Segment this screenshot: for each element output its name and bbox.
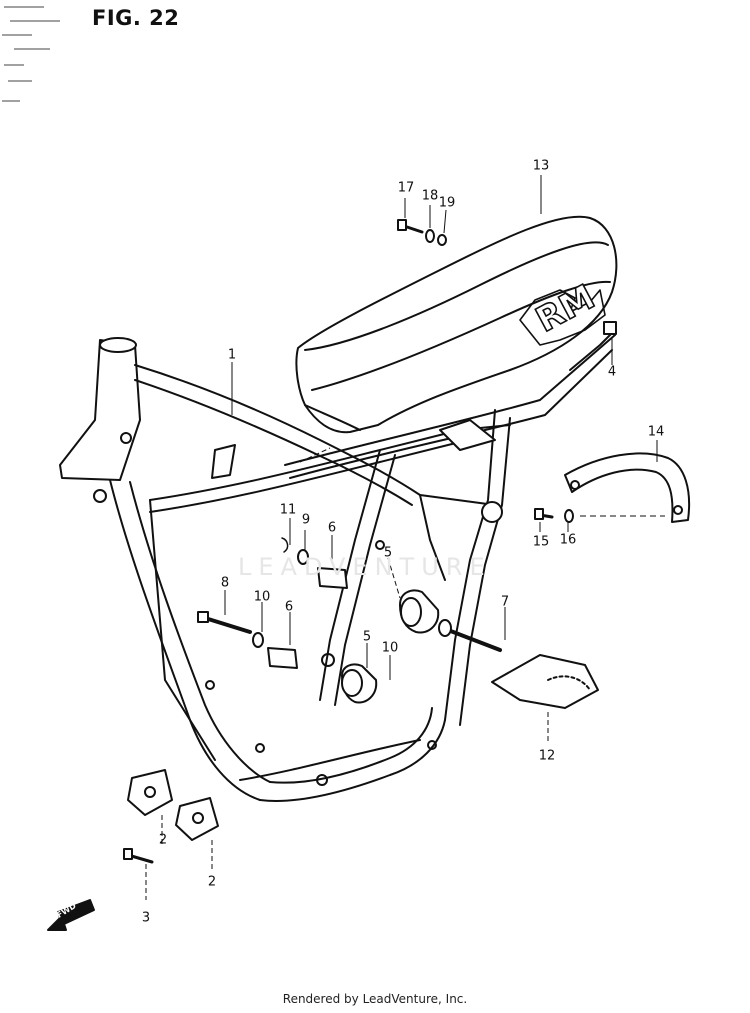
- callout-label: 4: [607, 364, 617, 380]
- forward-arrow-icon: [47, 899, 95, 931]
- callout-label: 9: [301, 512, 311, 528]
- callout-label: 19: [438, 195, 456, 211]
- grab-rail-part: [564, 452, 691, 523]
- figure-title: FIG. 22: [92, 6, 180, 30]
- hardware-parts: [123, 219, 617, 864]
- seat-emblem-text: RM: [530, 277, 602, 340]
- callout-label: 3: [141, 910, 151, 926]
- callout-label: 7: [500, 594, 510, 610]
- callout-label: 6: [327, 520, 337, 536]
- callout-label: 17: [397, 180, 415, 196]
- callout-label: 14: [647, 424, 665, 440]
- callout-label: 1: [227, 347, 237, 363]
- cover-part: [491, 654, 599, 709]
- footer-credit: Rendered by LeadVenture, Inc.: [282, 992, 468, 1006]
- callout-label: 8: [220, 575, 230, 591]
- seat-emblem: RM: [529, 276, 602, 341]
- watermark: LEADVENTURE: [238, 553, 492, 581]
- callout-label: 5: [362, 629, 372, 645]
- callout-label: 6: [284, 599, 294, 615]
- callout-label: 16: [559, 532, 577, 548]
- leader-lines: [145, 175, 665, 900]
- callout-label: 2: [207, 874, 217, 890]
- seat-part: [295, 215, 618, 434]
- callout-label: 10: [381, 640, 399, 656]
- scan-noise: [2, 6, 60, 102]
- callout-label: 5: [383, 545, 393, 561]
- damper-parts: [267, 567, 440, 704]
- callout-label: 10: [253, 589, 271, 605]
- callout-label: 12: [538, 748, 556, 764]
- mount-plate-parts: [127, 769, 219, 841]
- frame-part: [59, 329, 616, 802]
- callout-label: 15: [532, 534, 550, 550]
- callout-label: 2: [158, 832, 168, 848]
- callout-label: 13: [532, 158, 550, 174]
- callout-label: 11: [279, 502, 297, 518]
- callout-label: 18: [421, 188, 439, 204]
